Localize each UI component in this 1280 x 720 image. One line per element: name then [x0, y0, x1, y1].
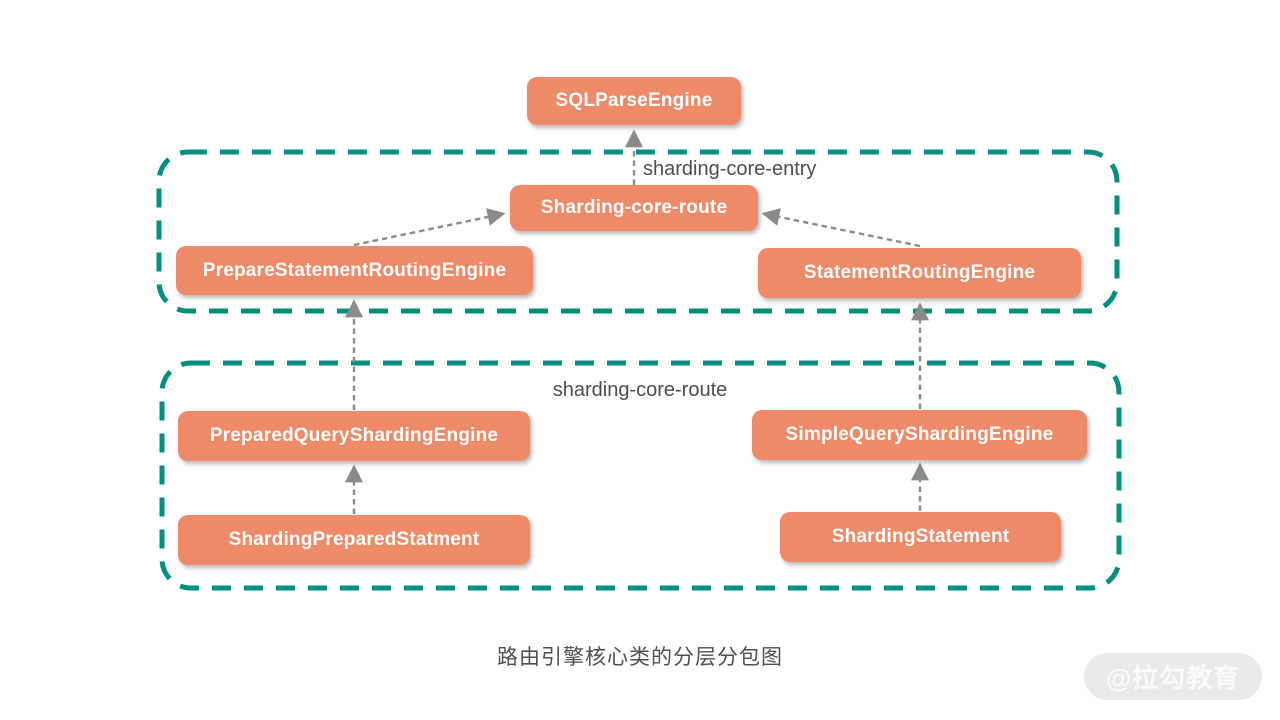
package-border-sharding-core-route	[159, 360, 1122, 591]
edge-statementroutingengine-to-shardingcoreroute	[761, 208, 921, 248]
node-preparedqueryshardingengine: PreparedQueryShardingEngine	[178, 411, 530, 461]
node-shardingstatement: ShardingStatement	[780, 512, 1061, 562]
edge-preparestatementroutingengine-to-shardingcoreroute	[353, 208, 506, 247]
diagram-caption: 路由引擎核心类的分层分包图	[497, 646, 783, 669]
watermark-text: @拉勾教育	[1105, 663, 1241, 693]
package-label-sharding-core-route: sharding-core-route	[552, 379, 728, 401]
package-border-sharding-core-entry	[156, 149, 1120, 314]
node-sharding-core-route: Sharding-core-route	[510, 185, 758, 231]
node-statementroutingengine: StatementRoutingEngine	[758, 248, 1081, 298]
node-preparestatementroutingengine: PrepareStatementRoutingEngine	[176, 246, 533, 295]
node-shardingpreparedstatment: ShardingPreparedStatment	[178, 515, 530, 565]
node-sqlparseengine: SQLParseEngine	[527, 77, 741, 125]
node-simplequeryshardingengine: SimpleQueryShardingEngine	[752, 410, 1087, 460]
package-label-sharding-core-entry: sharding-core-entry	[643, 158, 817, 180]
watermark-badge: @拉勾教育	[1084, 653, 1262, 700]
